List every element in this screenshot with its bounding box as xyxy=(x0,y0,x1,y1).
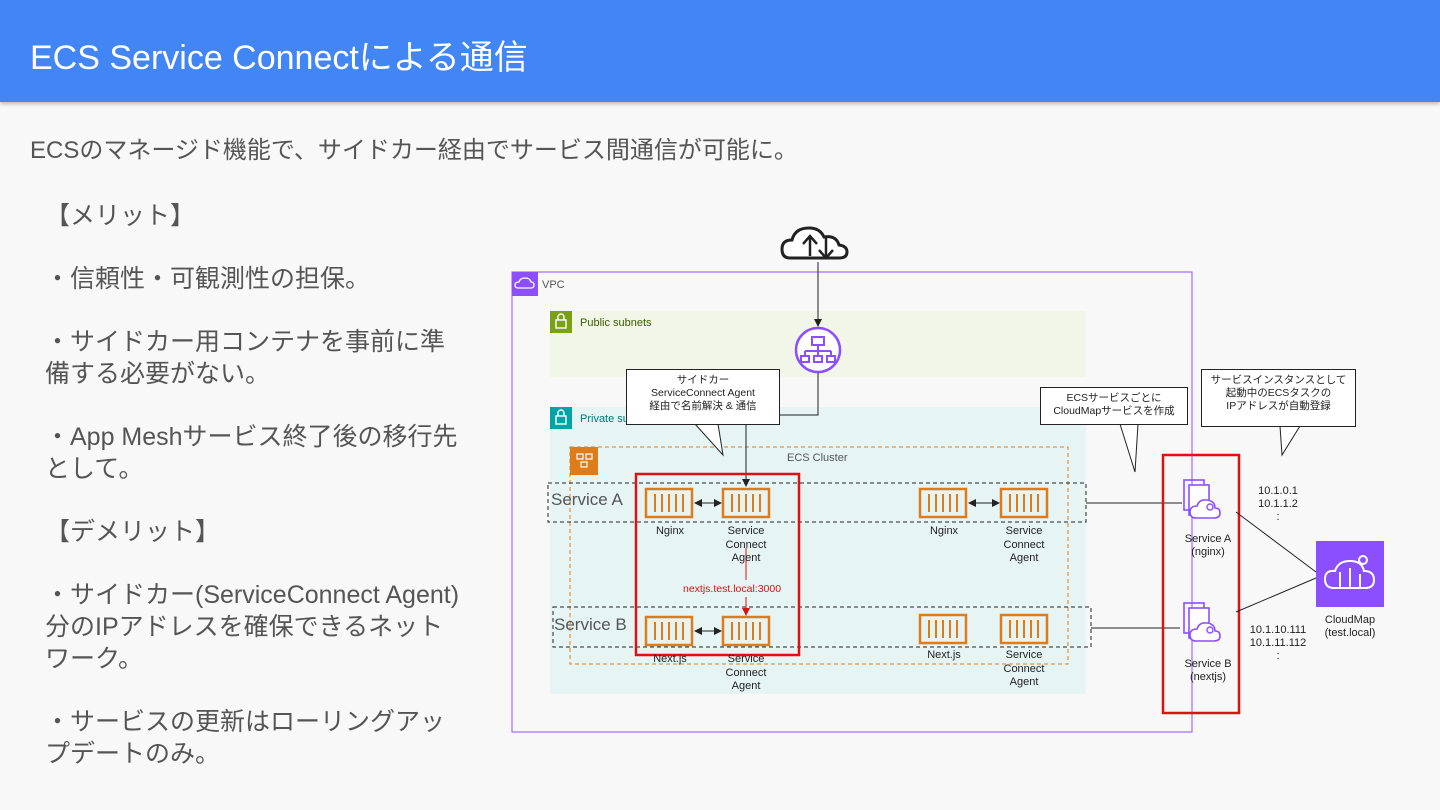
nginx-container-icon xyxy=(918,487,968,519)
ecs-cluster-label: ECS Cluster xyxy=(787,452,848,464)
page-title: ECS Service Connectによる通信 xyxy=(30,39,528,77)
cloudmap-label: CloudMap(test.local) xyxy=(1324,614,1376,639)
agent-container-icon xyxy=(999,487,1049,519)
cloudmap-service-a-label: Service A(nginx) xyxy=(1184,533,1232,558)
cloudmap-service-b-icon xyxy=(1183,602,1221,642)
nextjs-container-icon xyxy=(918,613,968,645)
demerit-item-2: ・サービスの更新はローリングアップデートのみ。 xyxy=(45,708,446,768)
demerit-item-1: ・サイドカー(ServiceConnect Agent)分のIPアドレスを確保で… xyxy=(45,581,460,673)
sidecar-callout: サイドカー ServiceConnect Agent 経由で名前解決 & 通信 xyxy=(626,369,780,425)
ecs-cluster-icon xyxy=(570,447,598,475)
merit-item-3: ・App Meshサービス終了後の移行先として。 xyxy=(45,423,458,483)
private-subnet-icon xyxy=(550,407,572,429)
vpc-icon xyxy=(512,272,538,296)
merit-item-2: ・サイドカー用コンテナを事前に準備する必要がない。 xyxy=(45,328,446,388)
nginx-label: Nginx xyxy=(655,525,685,537)
merit-item-1: ・信頼性・可観測性の担保。 xyxy=(45,265,371,293)
service-dns-name: nextjs.test.local:3000 xyxy=(683,583,782,595)
nextjs-label: Next.js xyxy=(927,649,961,661)
private-subnet-label: Private su xyxy=(580,413,629,425)
internet-cloud-icon xyxy=(780,226,849,260)
nginx-container-icon xyxy=(644,487,694,519)
merit-heading: 【メリット】 xyxy=(45,202,196,230)
nextjs-container-icon xyxy=(644,615,694,647)
service-b-label: Service B xyxy=(554,615,627,634)
service-a-label: Service A xyxy=(551,490,623,509)
cloudmap-service-b-label: Service B(nextjs) xyxy=(1184,658,1232,683)
agent-container-icon xyxy=(721,615,771,647)
service-a-row xyxy=(547,482,1087,523)
cloudmap-icon xyxy=(1316,541,1384,607)
cloudmap-service-a-icon xyxy=(1183,479,1221,519)
header-bar: ECS Service Connectによる通信 xyxy=(0,0,1440,102)
demerit-heading: 【デメリット】 xyxy=(45,518,221,546)
agent-container-icon xyxy=(999,613,1049,645)
public-subnet-label: Public subnets xyxy=(580,317,652,329)
page-subtitle: ECSのマネージド機能で、サイドカー経由でサービス間通信が可能に。 xyxy=(30,137,798,164)
bullet-list: 【メリット】 ・信頼性・可観測性の担保。 ・サイドカー用コンテナを事前に準備する… xyxy=(45,200,465,801)
cloudmap-service-callout: ECSサービスごとに CloudMapサービスを作成 xyxy=(1040,387,1188,425)
instance-registration-callout: サービスインスタンスとして 起動中のECSタスクの IPアドレスが自動登録 xyxy=(1201,369,1356,427)
agent-container-icon xyxy=(721,487,771,519)
service-b-row xyxy=(552,606,1092,648)
vpc-label: VPC xyxy=(542,279,565,291)
nextjs-label: Next.js xyxy=(653,653,687,665)
nginx-label: Nginx xyxy=(929,525,959,537)
public-subnet-icon xyxy=(550,311,572,333)
load-balancer-icon xyxy=(794,326,842,374)
